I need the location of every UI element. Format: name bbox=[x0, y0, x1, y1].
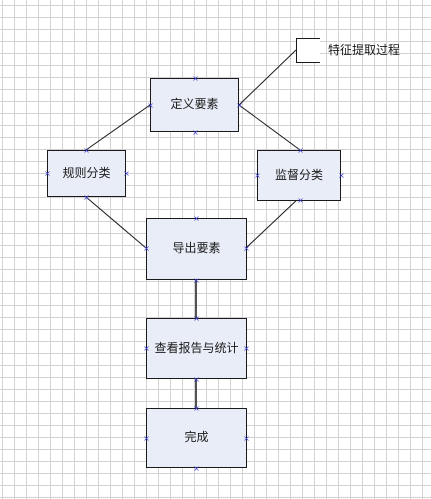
node-view-report-label: 查看报告与统计 bbox=[154, 340, 239, 355]
node-done[interactable]: 完成 bbox=[146, 408, 247, 468]
connection-point-handle[interactable]: × bbox=[297, 196, 304, 205]
node-export-features-label: 导出要素 bbox=[172, 241, 221, 256]
connector-define-to-annotation bbox=[238, 49, 297, 106]
connection-point-handle[interactable]: × bbox=[243, 434, 250, 443]
connection-point-handle[interactable]: × bbox=[143, 344, 150, 353]
connection-point-handle[interactable]: × bbox=[192, 128, 199, 137]
annotation-bracket bbox=[296, 38, 320, 63]
connector-define-to-rule bbox=[85, 104, 151, 151]
annotation-label: 特征提取过程 bbox=[328, 43, 401, 57]
connection-point-handle[interactable]: × bbox=[143, 244, 150, 253]
connection-point-handle[interactable]: × bbox=[193, 314, 200, 323]
node-define-features[interactable]: 定义要素 bbox=[150, 78, 239, 132]
connection-point-handle[interactable]: × bbox=[193, 404, 200, 413]
connection-point-handle[interactable]: × bbox=[83, 146, 90, 155]
connection-point-handle[interactable]: × bbox=[192, 74, 199, 83]
connector-supervise-to-export bbox=[245, 196, 301, 249]
connection-point-handle[interactable]: × bbox=[193, 375, 200, 384]
connection-point-handle[interactable]: × bbox=[123, 169, 130, 178]
connector-rule-to-export bbox=[85, 196, 147, 249]
node-rule-classification[interactable]: 规则分类 bbox=[47, 150, 126, 197]
connection-point-handle[interactable]: × bbox=[193, 214, 200, 223]
connection-point-handle[interactable]: × bbox=[83, 193, 90, 202]
node-supervised-classification[interactable]: 监督分类 bbox=[257, 150, 341, 201]
connection-point-handle[interactable]: × bbox=[193, 464, 200, 473]
connection-point-handle[interactable]: × bbox=[143, 434, 150, 443]
connection-point-handle[interactable]: × bbox=[297, 146, 304, 155]
node-done-label: 完成 bbox=[184, 430, 209, 445]
connector-define-to-supervise bbox=[238, 104, 301, 151]
connection-point-handle[interactable]: × bbox=[193, 276, 200, 285]
node-rule-classification-label: 规则分类 bbox=[62, 165, 111, 180]
connection-point-handle[interactable]: × bbox=[243, 244, 250, 253]
node-supervised-classification-label: 监督分类 bbox=[274, 167, 323, 182]
node-view-report[interactable]: 查看报告与统计 bbox=[146, 318, 247, 379]
connection-point-handle[interactable]: × bbox=[147, 101, 154, 110]
connection-point-handle[interactable]: × bbox=[236, 101, 243, 110]
node-define-features-label: 定义要素 bbox=[170, 97, 219, 112]
node-export-features[interactable]: 导出要素 bbox=[146, 218, 247, 280]
connection-point-handle[interactable]: × bbox=[338, 171, 345, 180]
connection-point-handle[interactable]: × bbox=[254, 171, 261, 180]
connection-point-handle[interactable]: × bbox=[243, 344, 250, 353]
connection-point-handle[interactable]: × bbox=[44, 169, 51, 178]
